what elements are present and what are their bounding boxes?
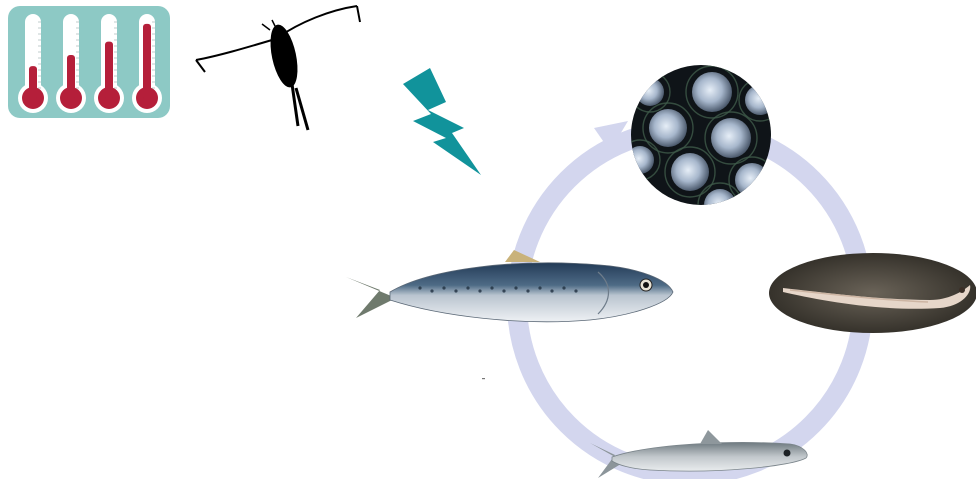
sardine-spot bbox=[430, 289, 433, 292]
sardine-spot bbox=[490, 286, 493, 289]
sardine-spot bbox=[514, 286, 517, 289]
fish-eggs-icon bbox=[620, 65, 781, 227]
fish-egg bbox=[705, 112, 757, 164]
sardine-spot bbox=[478, 289, 481, 292]
fish-egg bbox=[729, 157, 775, 203]
stray-mark bbox=[482, 378, 485, 379]
sardine-spot bbox=[502, 289, 505, 292]
adult-sardine-icon bbox=[346, 250, 673, 322]
sardine-spot bbox=[454, 289, 457, 292]
sardine-spot bbox=[550, 289, 553, 292]
sardine-spot bbox=[466, 286, 469, 289]
lightning-bolt-icon bbox=[403, 68, 481, 175]
fish-egg bbox=[643, 103, 693, 153]
fish-egg bbox=[698, 183, 742, 227]
sardine-spot bbox=[574, 289, 577, 292]
fish-egg bbox=[686, 66, 738, 118]
sardine-spot bbox=[418, 286, 421, 289]
copepod-icon bbox=[196, 6, 360, 130]
sardine-spot bbox=[562, 286, 565, 289]
sardine-spot bbox=[442, 286, 445, 289]
fish-egg bbox=[665, 147, 715, 197]
larva-icon bbox=[769, 253, 976, 333]
thermometers-icon bbox=[8, 6, 170, 118]
sardine-spot bbox=[538, 286, 541, 289]
fish-egg bbox=[630, 72, 670, 112]
sardine-spot bbox=[526, 289, 529, 292]
fish-egg bbox=[739, 79, 781, 121]
